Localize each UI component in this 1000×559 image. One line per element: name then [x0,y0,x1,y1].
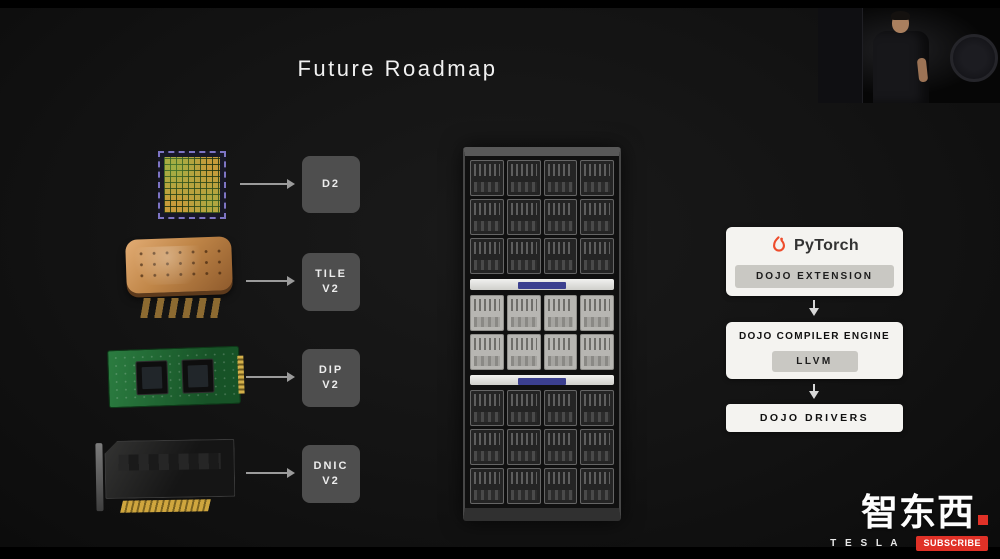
server-rack-modules [470,160,614,504]
stage-screen [818,5,863,103]
rack-switch-unit [470,279,614,290]
subscribe-badge: SUBSCRIBE [916,536,988,551]
dnic-label-line1: DNIC [313,460,349,472]
rack-module [506,238,541,274]
dojo-compiler-title: DOJO COMPILER ENGINE [738,331,890,342]
dip-chip-left [135,360,169,396]
rack-module [580,390,614,426]
rack-module [470,468,504,504]
pytorch-brand-text: PyTorch [794,236,859,254]
arrow-right-icon [246,468,295,478]
dnic-v2-label-box: DNIC V2 [302,445,360,503]
rack-module-grid [470,294,614,370]
rack-module [543,199,578,235]
tesla-wordmark: T E S L A [830,538,901,549]
pytorch-panel: PyTorch DOJO EXTENSION [726,227,903,296]
dnic-card-body [104,439,235,499]
arrow-down-icon [809,384,819,399]
arrow-right-icon [246,276,295,286]
rack-module [543,238,578,274]
rack-module-grid [470,160,614,274]
rack-module [543,390,578,426]
dip-label-line1: DIP [318,364,344,376]
rack-module [580,429,614,465]
pytorch-brand: PyTorch [726,227,903,264]
presenter-head [891,11,910,33]
dojo-drivers-panel: DOJO DRIVERS [726,404,903,432]
rack-module [580,333,614,370]
rack-module [506,160,541,196]
dip-label-line2: V2 [322,379,340,391]
tile-label-line2: V2 [322,283,340,295]
slide-title: Future Roadmap [297,56,498,81]
watermark-row: T E S L A SUBSCRIBE [830,536,988,551]
tile-top-face [125,236,233,294]
rack-module [470,333,504,370]
dip-edge-connector [237,355,245,394]
dip-v2-label-box: DIP V2 [302,349,360,407]
tile-v2-label-box: TILE V2 [302,253,360,311]
rack-module [470,160,504,196]
d2-chip-image [158,151,226,219]
dojo-compiler-panel: DOJO COMPILER ENGINE LLVM [726,322,903,379]
letterbox-top [0,0,1000,8]
rack-module [580,160,614,196]
rack-module [506,429,541,465]
presenter-video [818,0,1000,103]
rack-module [580,294,614,331]
dnic-v2-image [94,439,235,517]
rack-module [470,429,504,465]
rack-module [543,333,578,370]
rack-module [470,238,504,274]
rack-module-grid [470,390,614,504]
dip-pcb [107,345,241,409]
dnic-bracket [95,443,104,512]
dojo-extension-box: DOJO EXTENSION [735,265,894,288]
arrow-right-icon [246,372,295,382]
rack-module [470,199,504,235]
d2-die [164,157,220,213]
rack-module [543,429,578,465]
zhidx-logo-text: 智东西 [861,492,975,534]
dnic-edge-connector [120,499,211,513]
rack-module [506,199,541,235]
tile-label-line1: TILE [315,268,347,280]
d2-label-box: D2 [302,156,360,213]
rack-module [470,390,504,426]
stage-logo-circle [950,34,998,82]
rack-module [506,294,541,331]
rack-module [580,199,614,235]
rack-switch-unit [470,374,614,385]
tile-connector-fins [140,298,224,318]
rack-module [506,333,541,370]
rack-module [543,294,578,331]
pytorch-logo-icon [773,236,786,252]
dnic-label-line2: V2 [322,475,340,487]
rack-module [543,160,578,196]
tile-v2-image [122,234,238,320]
arrow-down-icon [809,300,819,316]
rack-module [506,468,541,504]
rack-module [506,390,541,426]
d2-label-line1: D2 [321,178,341,190]
rack-module [580,468,614,504]
rack-module [543,468,578,504]
llvm-box: LLVM [771,351,858,372]
server-rack-image [463,147,621,521]
zhidx-red-accent [978,515,988,526]
zhidx-logo: 智东西 [830,492,988,534]
rack-module [580,238,614,274]
arrow-right-icon [240,179,295,189]
dip-v2-image [107,345,245,409]
dip-chip-right [181,358,215,394]
rack-module [470,294,504,331]
watermark: 智东西 T E S L A SUBSCRIBE [830,492,988,551]
letterbox-bottom [0,547,1000,559]
